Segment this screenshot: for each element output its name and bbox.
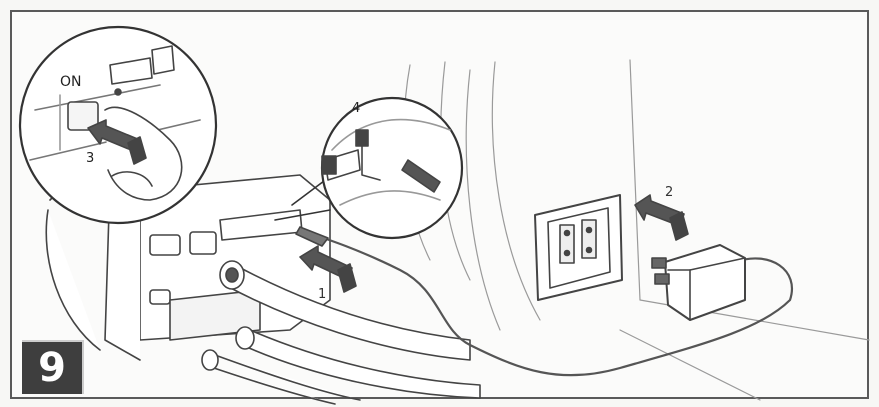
callout-1: 1 — [318, 287, 326, 302]
zoom-switch-detail: ON 3 — [20, 27, 216, 223]
zoom-connector-detail: 4 — [322, 98, 462, 238]
wall-lines — [404, 60, 869, 400]
callout-4: 4 — [352, 101, 360, 116]
power-adapter — [652, 245, 745, 320]
callout-3: 3 — [86, 151, 94, 166]
step-number-badge: 9 — [22, 340, 84, 394]
on-label: ON — [60, 74, 82, 90]
callout-2: 2 — [665, 185, 673, 200]
wall-outlet — [535, 195, 622, 300]
arrow-2: 2 — [635, 185, 688, 240]
